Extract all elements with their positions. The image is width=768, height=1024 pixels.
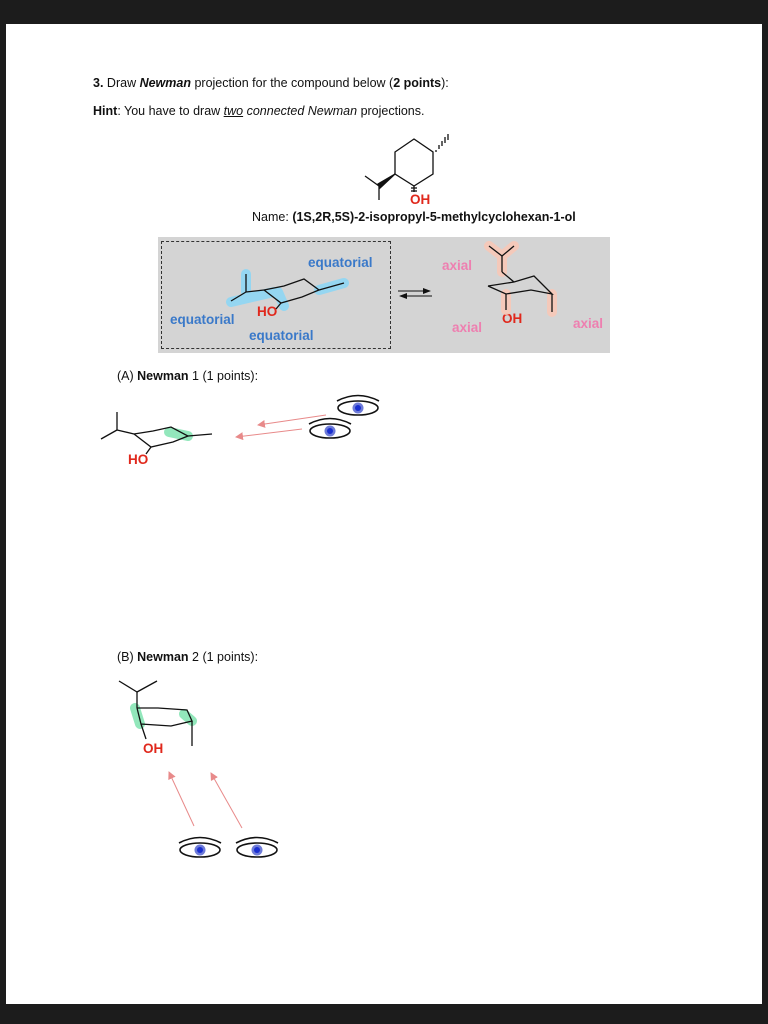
axial-chair bbox=[484, 241, 557, 317]
part-a-chair bbox=[100, 412, 213, 455]
conformer-panel bbox=[158, 237, 610, 353]
axial-label-left: axial bbox=[452, 320, 483, 335]
part-b-chair bbox=[118, 680, 197, 746]
sight-arrow-icon bbox=[235, 414, 327, 441]
part-a-ho-label: HO bbox=[128, 452, 149, 467]
equatorial-label-bottom: equatorial bbox=[249, 328, 314, 343]
eye-icon bbox=[178, 836, 222, 858]
wedge-bond bbox=[377, 173, 396, 190]
question-line: 3. Draw Newman projection for the compou… bbox=[93, 76, 449, 90]
compound-oh-label: OH bbox=[410, 192, 431, 207]
hint-line: Hint: You have to draw two connected New… bbox=[93, 104, 425, 118]
eye-icon bbox=[336, 394, 380, 416]
part-b-oh-label: OH bbox=[143, 741, 164, 756]
sight-arrow-icon bbox=[168, 771, 243, 829]
document-page: 3. Draw Newman projection for the compou… bbox=[6, 24, 762, 1004]
axial-label-top: axial bbox=[442, 258, 473, 273]
part-a-heading: (A) Newman 1 (1 points): bbox=[117, 369, 259, 383]
axial-label-right: axial bbox=[573, 316, 604, 331]
cyclohexane-ring bbox=[394, 138, 434, 187]
eye-icon bbox=[235, 836, 279, 858]
left-ho-label: HO bbox=[257, 304, 278, 319]
equatorial-label-left: equatorial bbox=[170, 312, 235, 327]
part-b-heading: (B) Newman 2 (1 points): bbox=[117, 650, 259, 664]
compound-structure bbox=[364, 134, 449, 200]
equatorial-chair bbox=[226, 269, 349, 311]
equilibrium-arrows-icon bbox=[398, 288, 432, 299]
hashed-bond bbox=[435, 134, 449, 152]
conformer-dashed-box bbox=[161, 241, 391, 349]
compound-name: Name: (1S,2R,5S)-2-isopropyl-5-methylcyc… bbox=[252, 210, 576, 224]
equatorial-label-top: equatorial bbox=[308, 255, 373, 270]
structure-drawings bbox=[100, 134, 557, 858]
eye-icon bbox=[308, 417, 352, 439]
